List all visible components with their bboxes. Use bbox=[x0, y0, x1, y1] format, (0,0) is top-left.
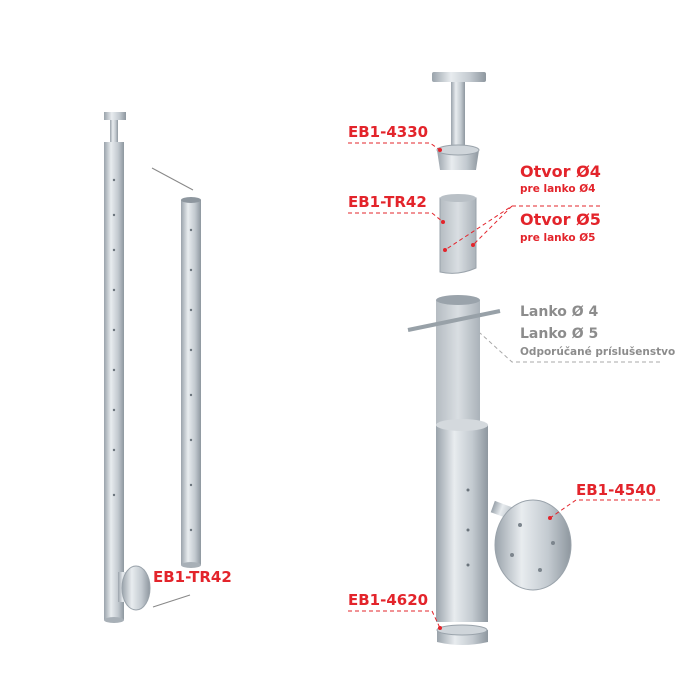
half-insert-tube bbox=[439, 194, 477, 274]
label-accessories: Odporúčané príslušenstvo bbox=[520, 346, 676, 358]
label-insert-tube: EB1-TR42 bbox=[348, 193, 427, 211]
label-hole4-title: Otvor Ø4 bbox=[520, 162, 601, 181]
left-post bbox=[104, 112, 151, 623]
wall-plate bbox=[490, 499, 572, 591]
label-left-post: EB1-TR42 bbox=[153, 568, 232, 586]
handrail-holder bbox=[432, 72, 486, 170]
label-end-cap: EB1-4620 bbox=[348, 591, 429, 609]
label-hole4-sub: pre lanko Ø4 bbox=[520, 183, 596, 195]
cable-rod bbox=[407, 309, 501, 332]
end-cap bbox=[436, 624, 488, 645]
label-cable4: Lanko Ø 4 bbox=[520, 304, 599, 320]
left-insert-tube bbox=[181, 197, 201, 568]
label-hole5-title: Otvor Ø5 bbox=[520, 210, 601, 229]
label-top-holder: EB1-4330 bbox=[348, 123, 429, 141]
label-cable5: Lanko Ø 5 bbox=[520, 326, 599, 342]
label-wall-plate: EB1-4540 bbox=[576, 481, 657, 499]
label-hole5-sub: pre lanko Ø5 bbox=[520, 232, 596, 244]
main-tube bbox=[436, 295, 488, 622]
